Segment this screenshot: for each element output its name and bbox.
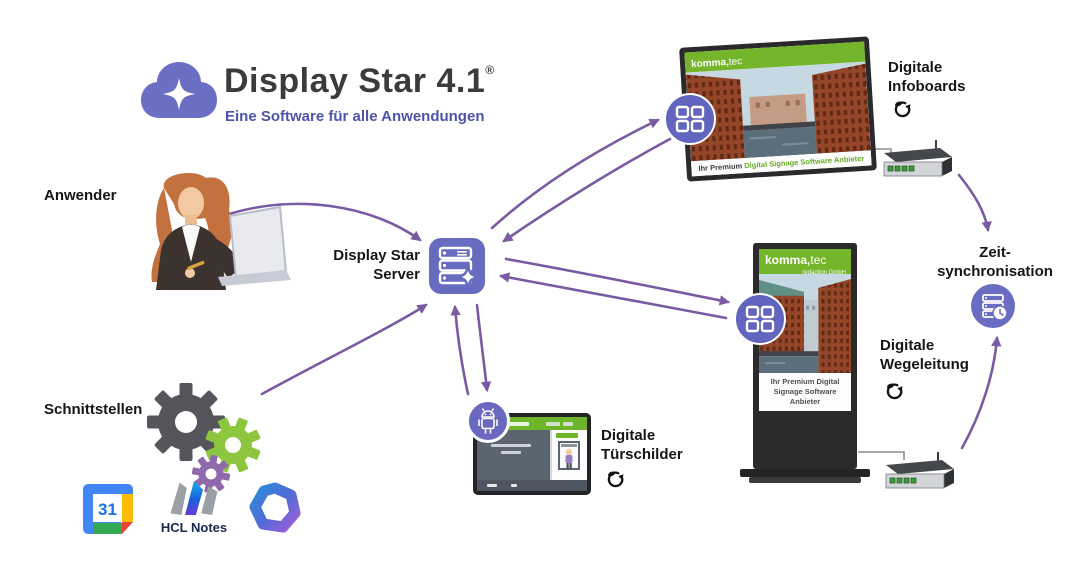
schnittstellen-label: Schnittstellen <box>44 401 143 418</box>
arrow-wegeleitung-to-server <box>498 272 728 320</box>
kiosk-body: komma,tec redaction GmbH <box>753 243 857 469</box>
kiosk-brand-band: komma,tec redaction GmbH <box>759 249 851 276</box>
server-icon <box>429 238 485 294</box>
kiosk-foot <box>749 477 861 483</box>
door-sign-person-illustration <box>557 441 580 470</box>
google-calendar-icon: 31 <box>83 484 133 534</box>
gears-icon <box>147 383 261 494</box>
arrow-server-to-tuerschilder <box>475 303 492 393</box>
loop-icon <box>249 482 301 533</box>
arrow-wegeleitung-player-to-zeitsync <box>960 335 1002 450</box>
display-star-logo-icon <box>141 62 217 118</box>
touch-gesture-icon <box>894 101 911 118</box>
arrow-schnittstellen-to-server <box>260 303 428 396</box>
arrow-anwender-to-server <box>224 202 422 242</box>
touch-gesture-icon <box>886 383 903 400</box>
kiosk-base <box>740 469 870 477</box>
registered-mark: ® <box>485 63 495 77</box>
status-chip <box>555 433 578 438</box>
zeitsync-label: Zeit-synchronisation <box>937 244 1053 280</box>
infoboard-media-player <box>883 140 952 177</box>
windows-grid-icon <box>734 293 786 345</box>
arrow-server-to-wegeleitung <box>504 257 731 306</box>
app-subtitle: Eine Software für alle Anwendungen <box>225 108 485 125</box>
tablet-room-panel <box>477 430 550 480</box>
hcl-notes-block: HCL Notes <box>152 476 236 535</box>
app-title: Display Star 4.1® <box>224 62 495 100</box>
hcl-notes-label: HCL Notes <box>160 520 228 535</box>
zeitsync-icon <box>971 284 1015 328</box>
cable-kiosk-to-player <box>858 451 905 460</box>
anwender-label: Anwender <box>44 187 117 204</box>
svg-text:31: 31 <box>98 500 117 519</box>
arrow-infoboards-to-server <box>502 137 672 243</box>
arrow-server-to-infoboards <box>490 118 660 230</box>
arrow-infoboard-player-to-zeitsync <box>957 173 992 233</box>
tablet-side-panel <box>549 430 587 480</box>
wegeleitung-kiosk: komma,tec redaction GmbH <box>740 243 870 483</box>
android-icon <box>466 399 510 443</box>
hcl-notes-icon <box>170 480 218 515</box>
tablet-footer-bar <box>477 480 587 491</box>
arrow-tuerschilder-to-server <box>450 304 470 396</box>
anwender-illustration <box>151 173 291 290</box>
touch-gesture-icon <box>607 471 624 488</box>
windows-grid-icon <box>664 93 716 145</box>
wegeleitung-media-player <box>885 452 954 489</box>
